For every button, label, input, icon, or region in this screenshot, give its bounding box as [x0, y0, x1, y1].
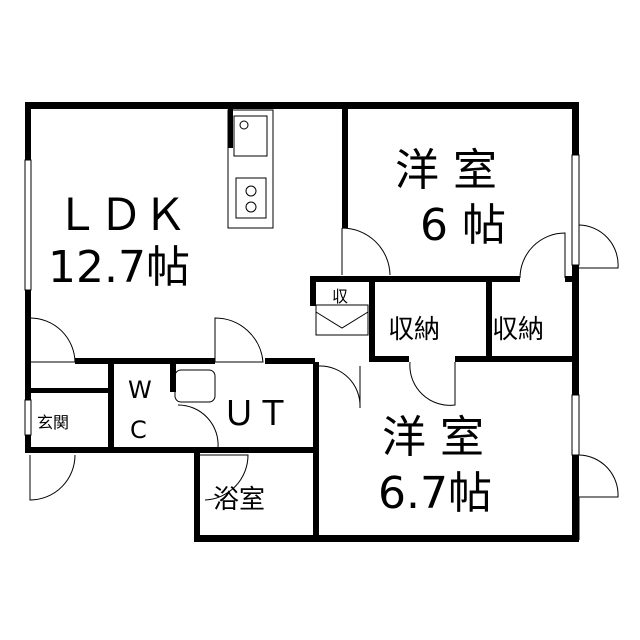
wc-label-w: W	[128, 376, 152, 404]
windows	[24, 154, 580, 456]
entrance-label: 玄関	[37, 413, 69, 432]
ldk-size: 12.7帖	[48, 242, 190, 293]
wc-label-c: C	[130, 416, 147, 444]
doors	[29, 224, 619, 540]
labels: ＬＤＫ 12.7帖 洋 室 6 帖 洋 室 6.7帖 収 収納 収納 W C Ｕ…	[37, 145, 544, 519]
washbasin-icon	[174, 369, 216, 403]
western1-size: 6 帖	[420, 200, 506, 251]
kitchen-counter	[227, 109, 274, 229]
closet-small-label: 収	[332, 287, 348, 306]
western2-label: 洋 室	[382, 412, 484, 463]
ldk-label: ＬＤＫ	[55, 190, 187, 241]
ut-label: ＵＴ	[222, 394, 290, 434]
stove-icon	[235, 177, 267, 219]
western1-label: 洋 室	[395, 145, 497, 196]
storage2-label: 収納	[492, 315, 544, 345]
sink-icon	[233, 115, 268, 157]
bath-label: 浴室	[213, 485, 265, 515]
storage1-label: 収納	[388, 315, 440, 345]
western2-size: 6.7帖	[378, 468, 492, 519]
